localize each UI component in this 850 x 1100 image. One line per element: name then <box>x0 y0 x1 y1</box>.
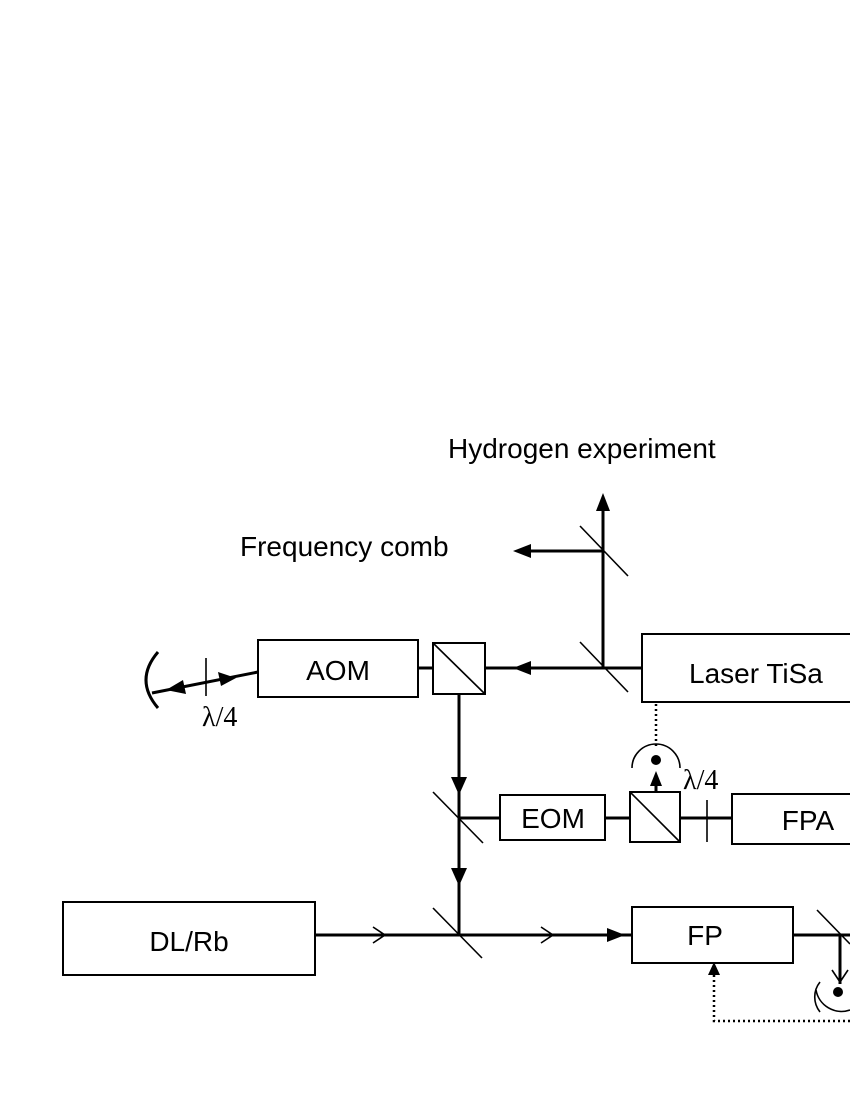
mirror-combiner <box>432 907 483 959</box>
arrow-down-2 <box>451 868 467 886</box>
label-fp: FP <box>687 920 723 951</box>
dl-rb-box <box>62 901 316 976</box>
photodetector-top <box>631 743 681 769</box>
arrow-to-mirror <box>166 680 186 694</box>
feedback-bottom <box>712 972 850 1023</box>
mirror-top <box>579 525 629 577</box>
pbs-cube-mid <box>629 791 681 843</box>
label-laser: Laser TiSa <box>689 658 823 689</box>
label-hydrogen: Hydrogen experiment <box>448 433 716 464</box>
curved-mirror <box>144 651 160 709</box>
label-aom: AOM <box>306 655 370 686</box>
arrow-up-detector <box>650 771 662 786</box>
label-fpa: FPA <box>782 805 835 836</box>
arrow-left-laser <box>513 661 531 675</box>
mirror-fp-out <box>816 909 850 945</box>
arrow-down-1 <box>451 777 467 795</box>
laser-box <box>641 633 850 703</box>
arrow-from-mirror <box>218 672 236 686</box>
fp-box <box>631 906 794 964</box>
label-comb: Frequency comb <box>240 531 449 562</box>
photodetector-bottom <box>813 981 850 1013</box>
label-qwp-top: λ/4 <box>202 702 237 733</box>
aom-box <box>257 639 419 698</box>
chevron-arrow-down <box>831 969 849 984</box>
chevron-arrow-1 <box>372 926 387 944</box>
fpa-box <box>731 793 850 845</box>
arrow-left-comb <box>513 544 531 558</box>
label-eom: EOM <box>521 803 585 834</box>
label-dl-rb: DL/Rb <box>149 926 228 957</box>
pbs-cube-top <box>432 642 486 695</box>
arrow-feedback-fp <box>708 962 720 975</box>
mirror-laser <box>579 641 629 693</box>
mirror-eom <box>432 791 484 844</box>
chevron-arrow-2 <box>540 926 555 944</box>
eom-box <box>499 794 606 841</box>
arrow-into-fp <box>607 928 625 942</box>
label-qwp-mid: λ/4 <box>683 765 718 796</box>
arrow-up-hydrogen <box>596 493 610 511</box>
